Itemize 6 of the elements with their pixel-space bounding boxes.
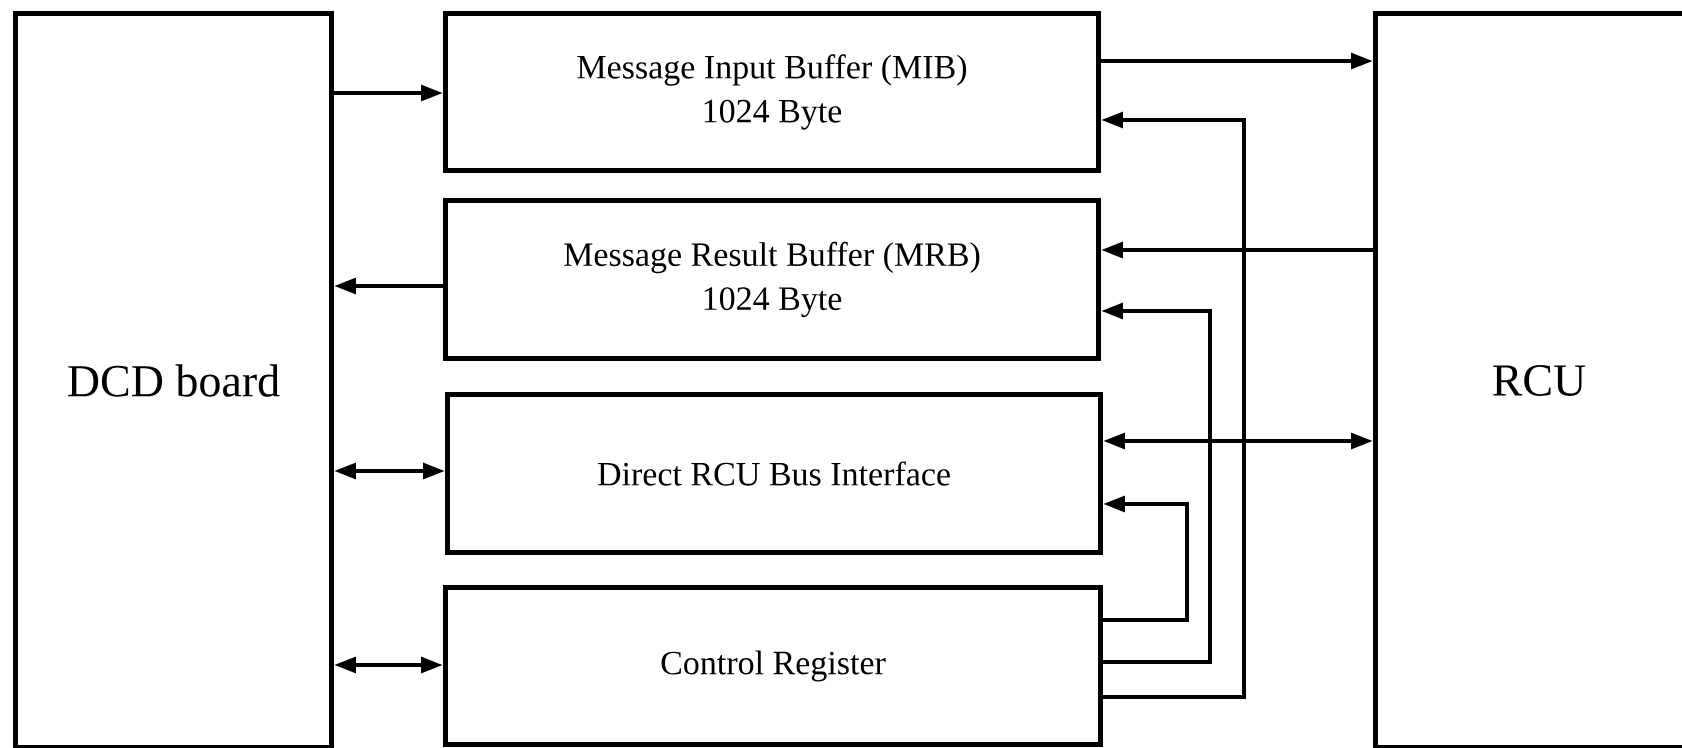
register-box: Control Register xyxy=(443,585,1103,747)
buffer-box: Message Input Buffer (MIB) 1024 Byte xyxy=(443,11,1101,173)
buffer-box: Message Result Buffer (MRB) 1024 Byte xyxy=(443,198,1101,361)
unit-box: RCU xyxy=(1373,11,1682,748)
board-box: DCD board xyxy=(13,11,334,748)
interface-box: Direct RCU Bus Interface xyxy=(445,392,1103,555)
